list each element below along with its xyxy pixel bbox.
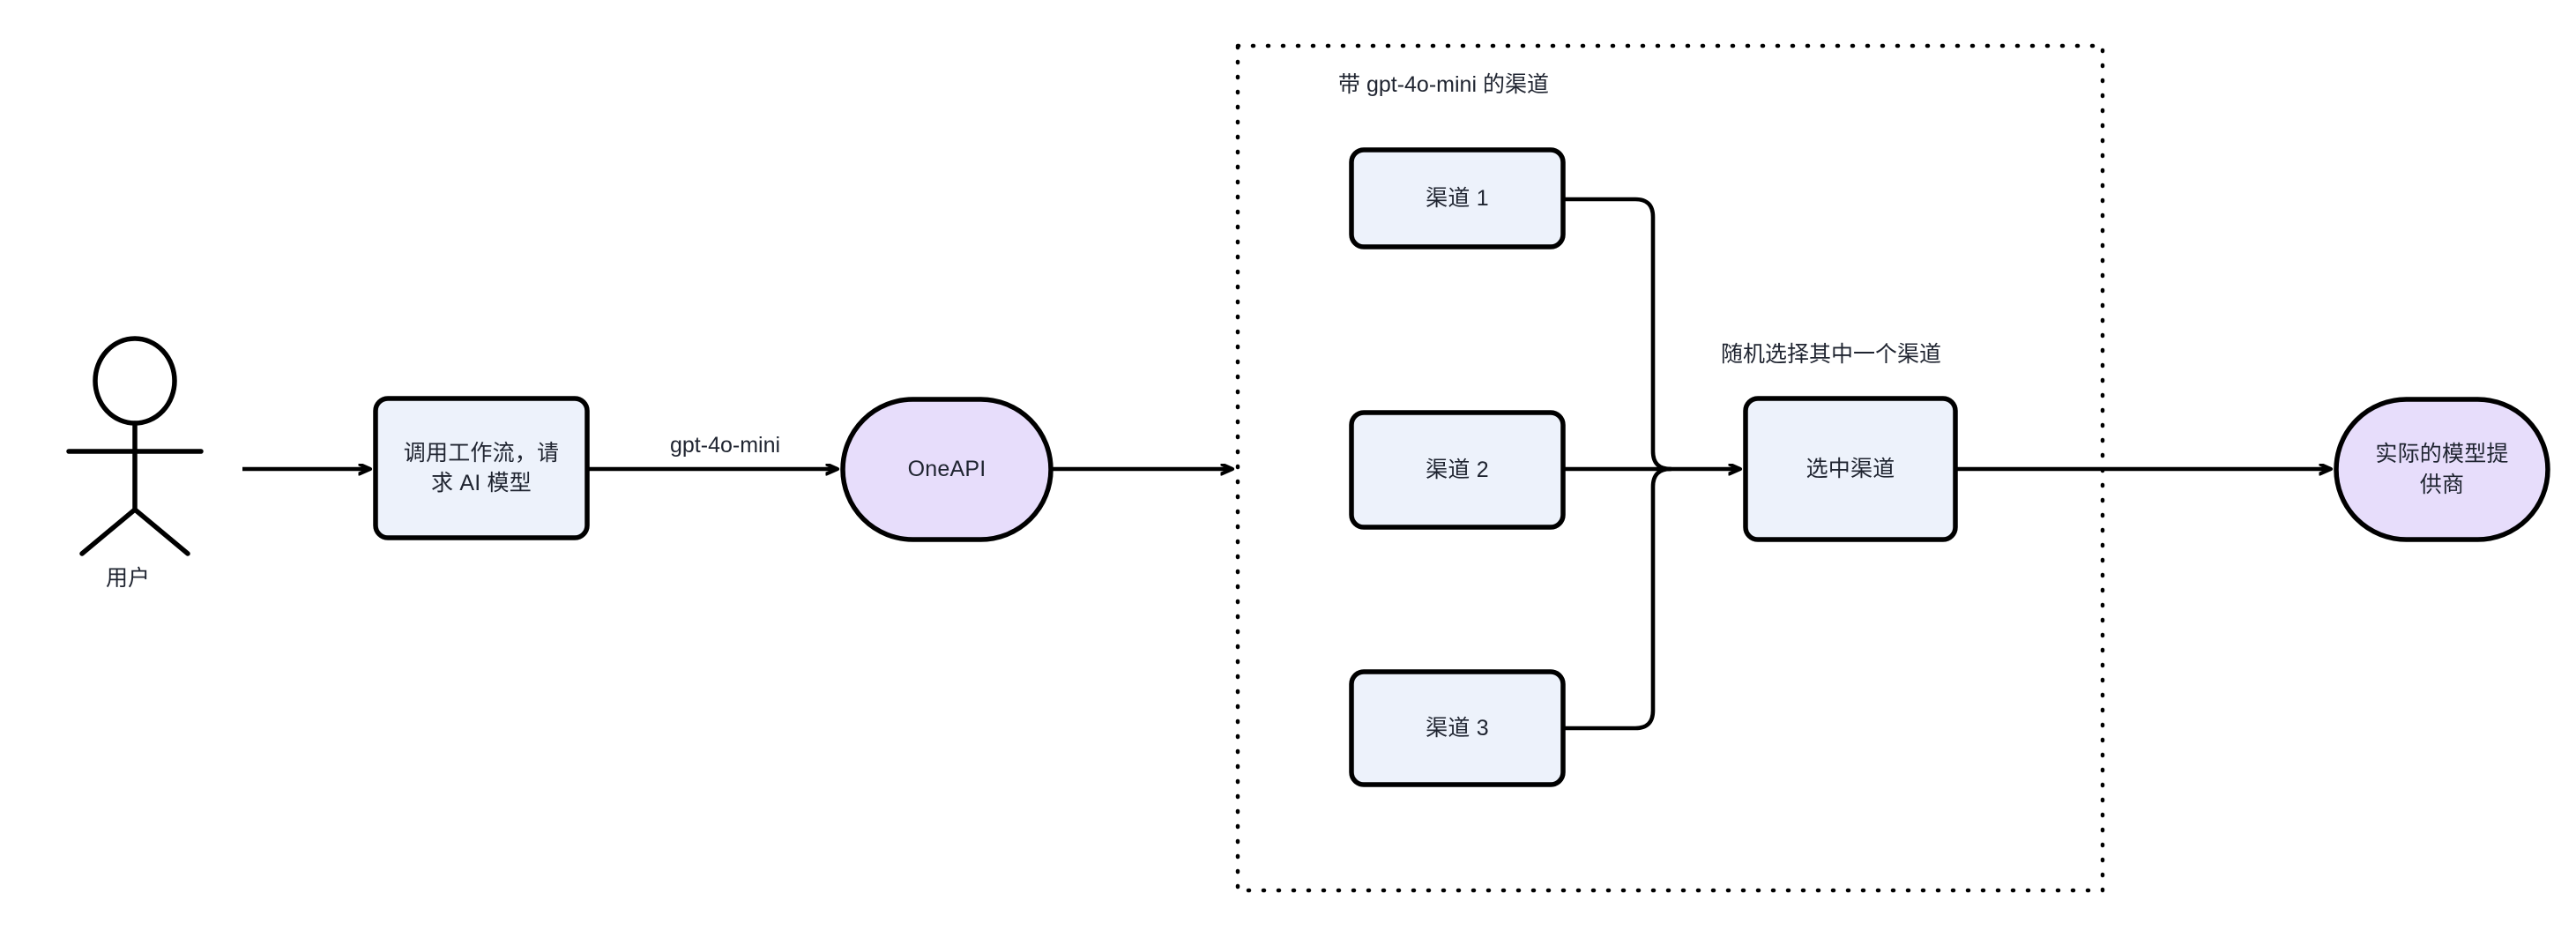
edge-label-random-select: 随机选择其中一个渠道 xyxy=(1721,342,1942,367)
user-actor-label: 用户 xyxy=(106,566,151,591)
channel-3-node-shape xyxy=(1349,669,1566,787)
edge-label-gpt-4o-mini: gpt-4o-mini xyxy=(670,433,781,458)
selected-channel-node-shape xyxy=(1743,396,1958,542)
channel-1-node-shape xyxy=(1349,147,1566,249)
channel-2-node-shape xyxy=(1349,410,1566,530)
oneapi-node-shape xyxy=(840,397,1053,542)
edge-channel-3-to-merge xyxy=(1561,466,1673,731)
workflow-call-node-shape xyxy=(373,396,590,540)
model-provider-node-shape xyxy=(2334,397,2550,542)
edge-channel-1-to-merge xyxy=(1561,197,1673,472)
user-actor-icon xyxy=(66,336,204,556)
channel-group-title: 带 gpt-4o-mini 的渠道 xyxy=(1338,72,1549,97)
